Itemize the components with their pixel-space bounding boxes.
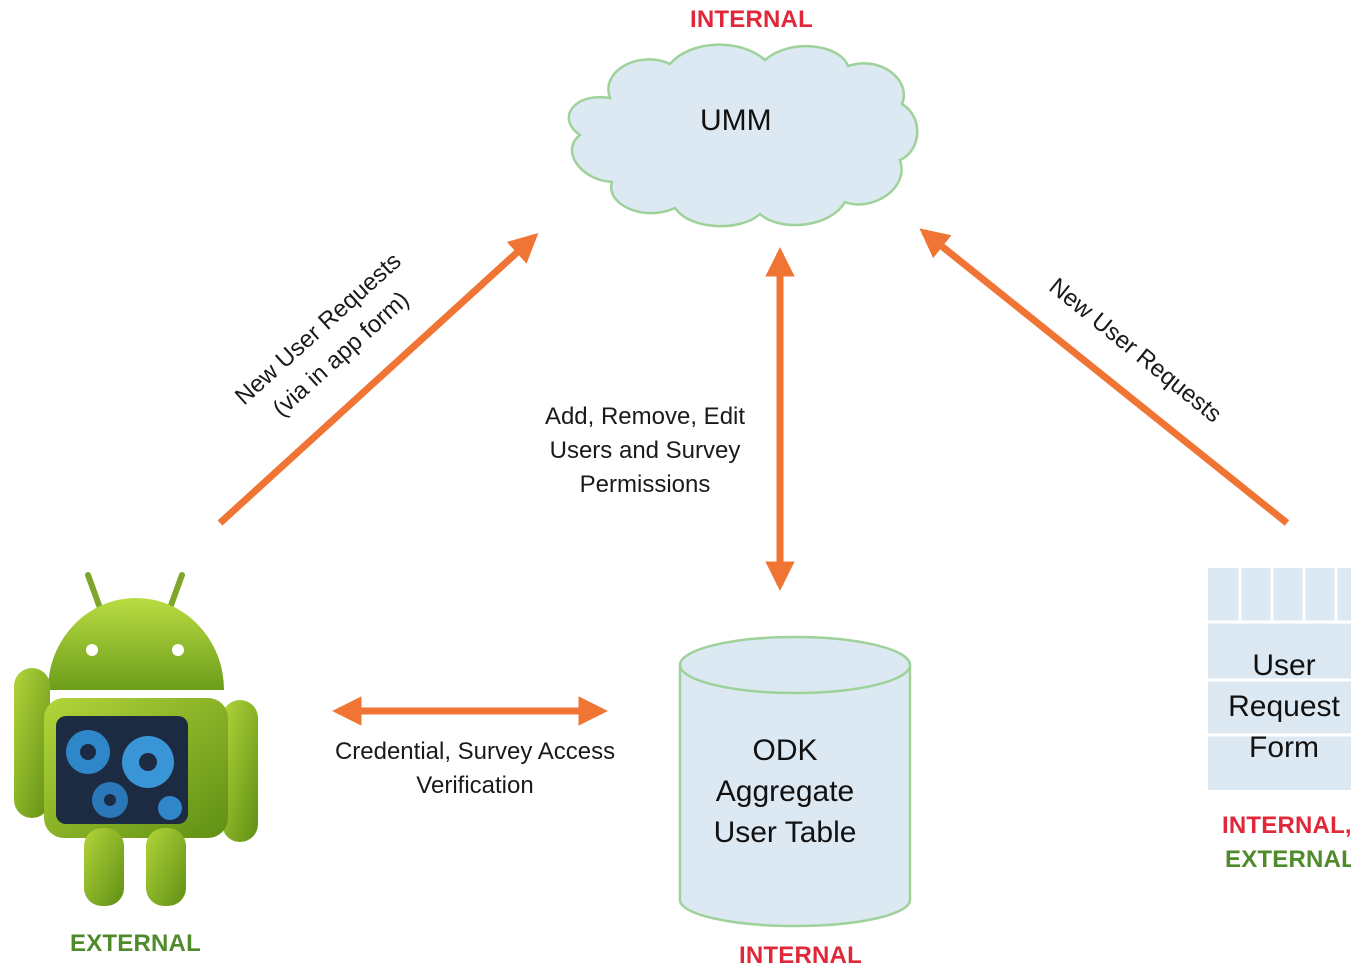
umm-cloud	[567, 43, 919, 228]
android-db-edge-label: Credential, Survey Access Verification	[320, 735, 630, 803]
arrows	[217, 228, 1290, 726]
form-label: User Request Form	[1214, 645, 1351, 768]
arrow-form-to-umm	[919, 228, 1290, 526]
arrow-android-to-umm	[217, 233, 539, 526]
user-request-form-grid	[1208, 568, 1351, 790]
form-label-line1: User	[1252, 649, 1316, 682]
android-robot-icon	[14, 572, 258, 906]
db-label: ODK Aggregate User Table	[690, 730, 880, 853]
umm-db-edge-line3: Permissions	[579, 471, 711, 498]
form-scope-tag-internal: INTERNAL,	[1222, 812, 1351, 839]
umm-db-edge-line1: Add, Remove, Edit	[544, 403, 746, 430]
umm-scope-tag: INTERNAL	[690, 6, 813, 33]
db-label-line3: User Table	[713, 816, 857, 849]
android-db-edge-line1: Credential, Survey Access	[334, 738, 616, 765]
db-label-line2: Aggregate	[715, 775, 855, 808]
umm-db-edge-line2: Users and Survey	[549, 437, 741, 464]
form-label-line3: Form	[1249, 731, 1319, 764]
form-label-line2: Request	[1228, 690, 1340, 723]
form-scope-tag-external: EXTERNAL	[1225, 846, 1351, 873]
db-label-line1: ODK	[752, 734, 818, 767]
odk-database-cylinder	[678, 635, 912, 928]
db-scope-tag: INTERNAL	[739, 942, 862, 969]
android-scope-tag: EXTERNAL	[70, 930, 201, 957]
android-db-edge-line2: Verification	[416, 772, 534, 799]
umm-db-edge-label: Add, Remove, Edit Users and Survey Permi…	[515, 400, 775, 502]
umm-label: UMM	[700, 104, 772, 137]
